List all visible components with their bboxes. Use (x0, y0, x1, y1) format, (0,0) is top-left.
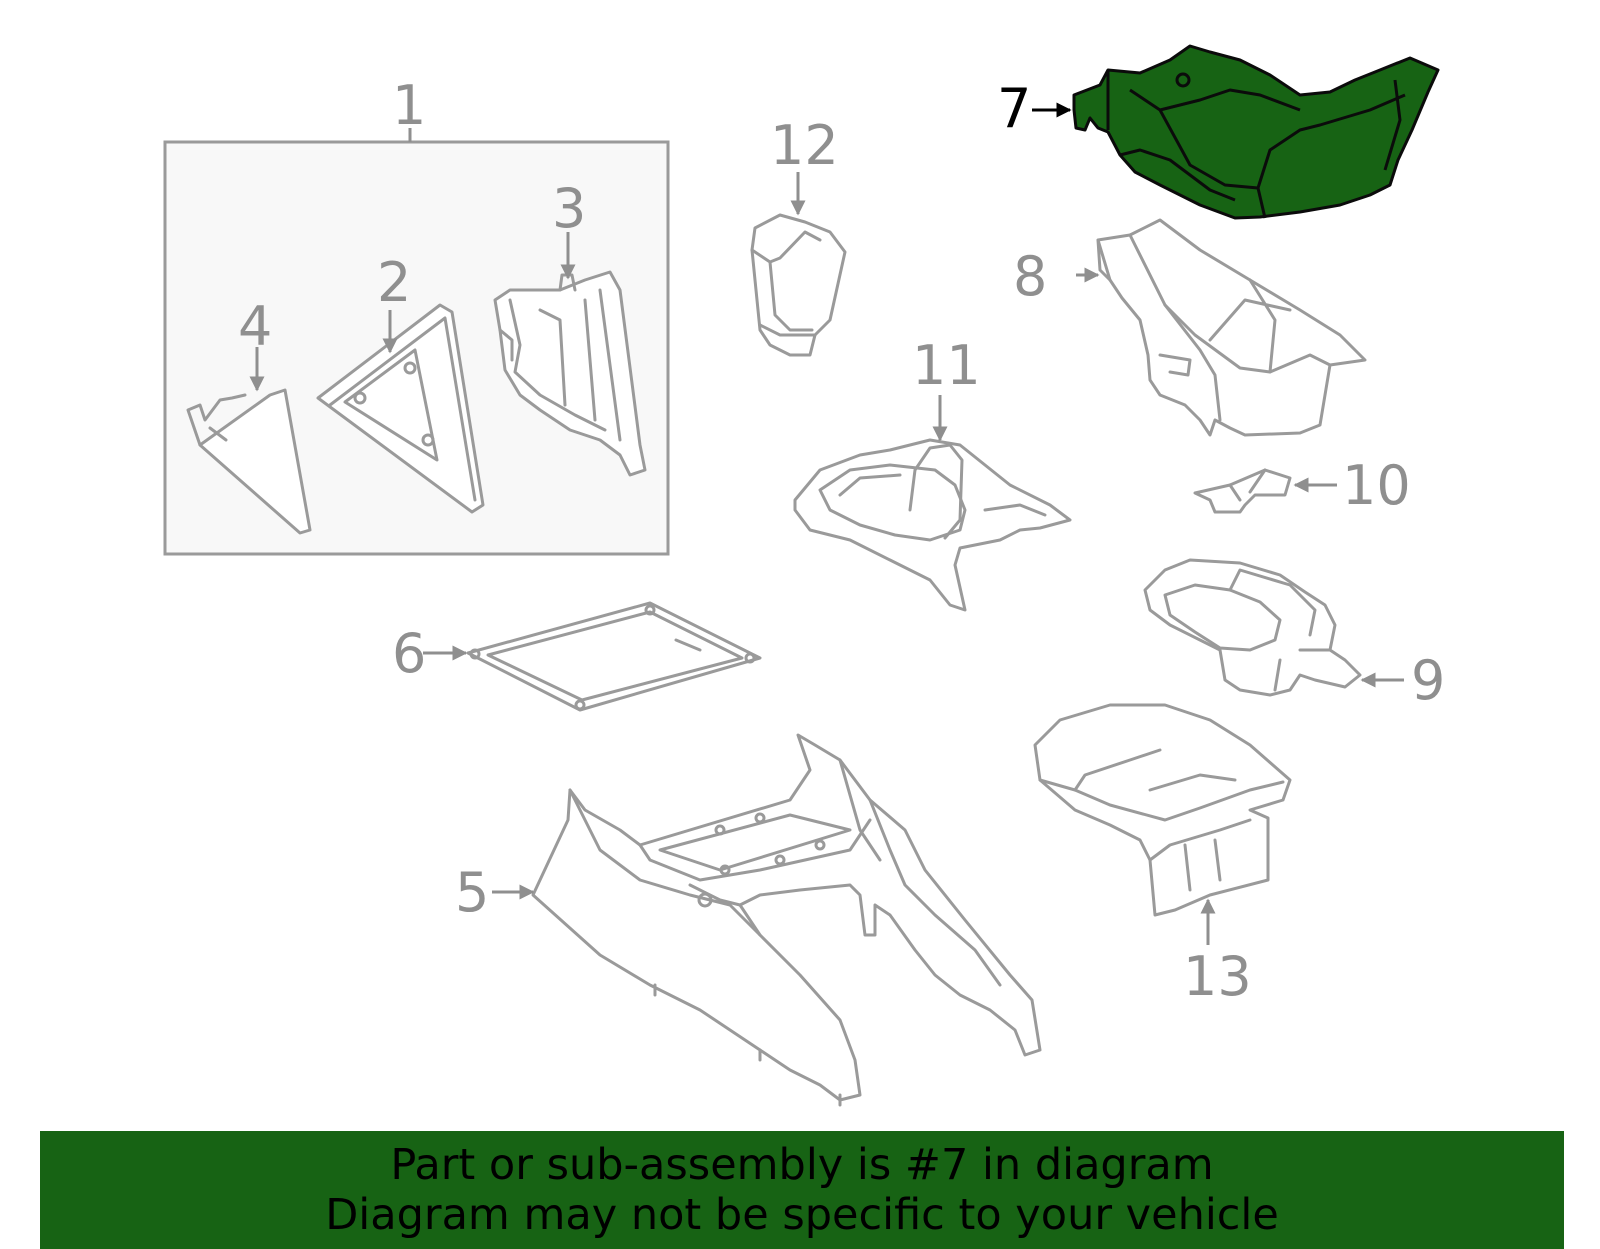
callout-3: 3 (552, 177, 586, 240)
callout-11: 11 (912, 334, 981, 397)
part-6 (466, 601, 762, 712)
callout-7: 7 (997, 77, 1031, 140)
callout-12: 12 (770, 114, 839, 177)
part-10 (1193, 468, 1292, 514)
banner-line-1: Part or sub-assembly is #7 in diagram (390, 1140, 1214, 1190)
part-5 (531, 733, 1042, 1107)
callout-8: 8 (1013, 245, 1047, 308)
callout-1: 1 (392, 74, 426, 137)
part-9 (1143, 558, 1362, 697)
callout-6: 6 (392, 622, 426, 685)
part-13 (1033, 703, 1292, 917)
part-3 (493, 270, 647, 477)
part-7-highlighted (1072, 44, 1440, 220)
callout-4: 4 (238, 295, 272, 358)
part-11 (793, 438, 1072, 612)
disclaimer-banner: Part or sub-assembly is #7 in diagram Di… (40, 1131, 1564, 1249)
callout-9: 9 (1411, 649, 1445, 712)
part-4 (186, 388, 312, 535)
callout-10: 10 (1342, 454, 1411, 517)
callout-5: 5 (455, 861, 489, 924)
part-8 (1096, 218, 1367, 437)
callout-13: 13 (1183, 945, 1252, 1008)
banner-line-2: Diagram may not be specific to your vehi… (325, 1190, 1279, 1240)
callout-2: 2 (377, 251, 411, 314)
part-2 (316, 303, 485, 514)
part-12 (750, 213, 847, 357)
